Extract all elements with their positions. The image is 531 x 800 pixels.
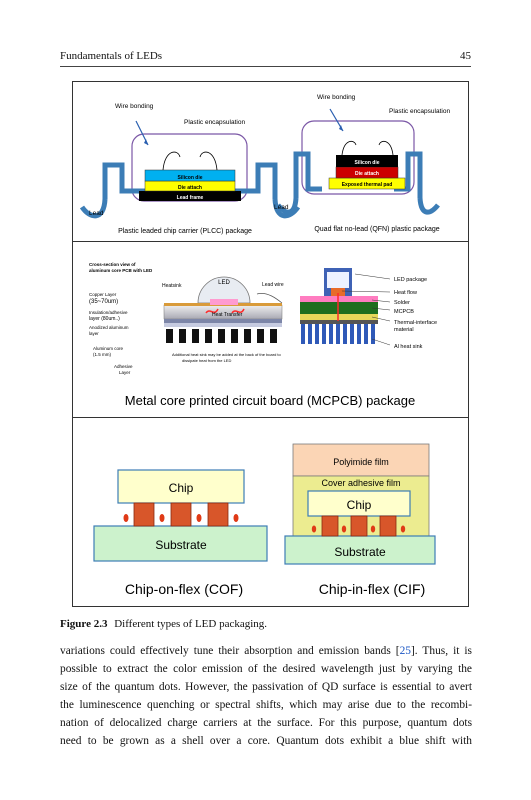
insulation-label-1: Insulation/adhesive [89,310,128,315]
qfn-wire-bonding-label: Wire bonding [317,94,356,101]
page-number: 45 [460,50,471,62]
plcc-die-attach-label: Die attach [178,185,202,191]
running-head: Fundamentals of LEDs 45 [60,50,471,66]
cif-substrate-label: Substrate [334,545,386,559]
citation-link[interactable]: 25 [399,645,411,657]
legend-material: material [394,327,414,333]
figure-caption-text: Different types of LED packaging. [114,618,268,630]
cof-diagram [93,469,268,562]
cof-substrate [93,525,268,562]
body-line-4: the luminescence quenching or spectral s… [60,699,472,711]
mcpcb-stack [300,268,391,346]
body-paragraph: variations could effectively tune their … [60,642,472,750]
qfn-lead-label: Lead [274,204,289,211]
heat-transfer-label: Heat Transfer [212,312,243,318]
figure-caption: Figure 2.3 Different types of LED packag… [60,618,471,630]
cross-section-label-1: Cross-section view of [89,262,136,267]
plcc-lead-left [79,198,108,219]
figure-label: Figure 2.3 [60,618,108,630]
cif-polyimide [292,443,430,477]
core-label-1: Aluminum core [93,346,124,351]
plcc-lead-frame-label: Lead frame [177,195,204,201]
led-label: LED [218,280,230,286]
lead-wire-label: Lead wire [262,282,284,288]
legend-al-heat-sink: Al heat sink [394,344,423,350]
anodized-label-2: layer [89,331,99,336]
body-line-1: variations could effectively tune their … [60,645,472,657]
plcc-caption: Plastic leaded chip carrier (PLCC) packa… [118,228,252,235]
mcpcb-cross-section [163,276,283,343]
header-rule [60,66,471,67]
qfn-encapsulation [301,120,415,195]
copper-label-1: Copper Layer [89,292,117,297]
qfn-die-attach-label: Die attach [355,171,379,177]
cif-caption: Chip-in-flex (CIF) [319,581,426,597]
plcc-silicon-die-label: Silicon die [177,175,202,181]
qfn-lead-right [417,197,440,215]
cof-chip-label: Chip [169,481,194,495]
legend-heat-flow: Heat flow [394,290,417,296]
cif-substrate [284,535,436,565]
anodized-label-1: Anodized aluminum [89,325,129,330]
body-line-5: nation of delocalized charge carriers at… [60,717,472,729]
qfn-diagram [276,108,440,215]
running-title: Fundamentals of LEDs [60,50,163,62]
figure-2-3: Wire bonding Plastic encapsulation Silic… [72,81,469,607]
legend-solder: Solder [394,300,410,306]
adhesive-label-1: Adhesive [114,364,133,369]
qfn-thermal-pad-label: Exposed thermal pad [342,182,393,188]
heatsink-fins [166,329,277,343]
mcpcb-legend: LED package Heat flow Solder MCPCB Therm… [394,277,437,350]
panel-plcc-qfn: Wire bonding Plastic encapsulation Silic… [72,81,469,242]
plcc-diagram [79,120,301,219]
mcpcb-title: Metal core printed circuit board (MCPCB)… [125,393,415,408]
cross-section-label-2: aluminum core PCB with LED [89,268,153,273]
panel-cof-cif: Chip Substrate Chip-on-flex (COF) Polyim… [72,417,469,607]
heatsink-label: Heatsink [162,283,182,289]
led-dome [197,276,251,304]
cof-substrate-label: Substrate [155,538,207,552]
cof-bumps [123,502,239,527]
body-line-3: size of the quantum dots. However, the p… [60,681,472,693]
legend-mcpcb: MCPCB [394,309,414,315]
adhesive-label-2: Layer [119,370,131,375]
note-label-1: Additional heat sink may be added at the… [172,352,282,357]
copper-label-2: (35~70um) [89,299,118,305]
cof-caption: Chip-on-flex (COF) [125,581,243,597]
cif-diagram [284,443,436,565]
qfn-caption: Quad flat no-lead (QFN) plastic package [314,226,439,233]
body-line-2: possible to extract the color emission o… [60,663,472,675]
plcc-wire-bonding-label: Wire bonding [115,103,154,110]
cif-cover-label: Cover adhesive film [321,478,400,488]
qfn-silicon-die-label: Silicon die [354,160,379,166]
core-label-2: (1.5 mm) [93,352,112,357]
cof-chip [117,469,245,504]
note-label-2: dissipate heat from the LED [182,358,231,363]
cif-chip-label: Chip [347,498,372,512]
plcc-encapsulation-label: Plastic encapsulation [184,119,245,126]
plcc-lead-label: Lead [89,210,104,217]
insulation-label-2: layer (80um..) [89,316,120,322]
cif-chip [307,490,411,517]
body-line-6: need to be grown as a shell over a core.… [60,735,472,747]
cif-polyimide-label: Polyimide film [333,457,389,467]
cif-bumps [311,515,406,537]
panel-mcpcb: Cross-section view of aluminum core PCB … [72,241,469,418]
legend-led-package: LED package [394,277,427,283]
qfn-lead-left [276,197,299,215]
legend-thermal-interface: Thermal-interface [394,320,437,326]
qfn-encapsulation-label: Plastic encapsulation [389,108,450,115]
